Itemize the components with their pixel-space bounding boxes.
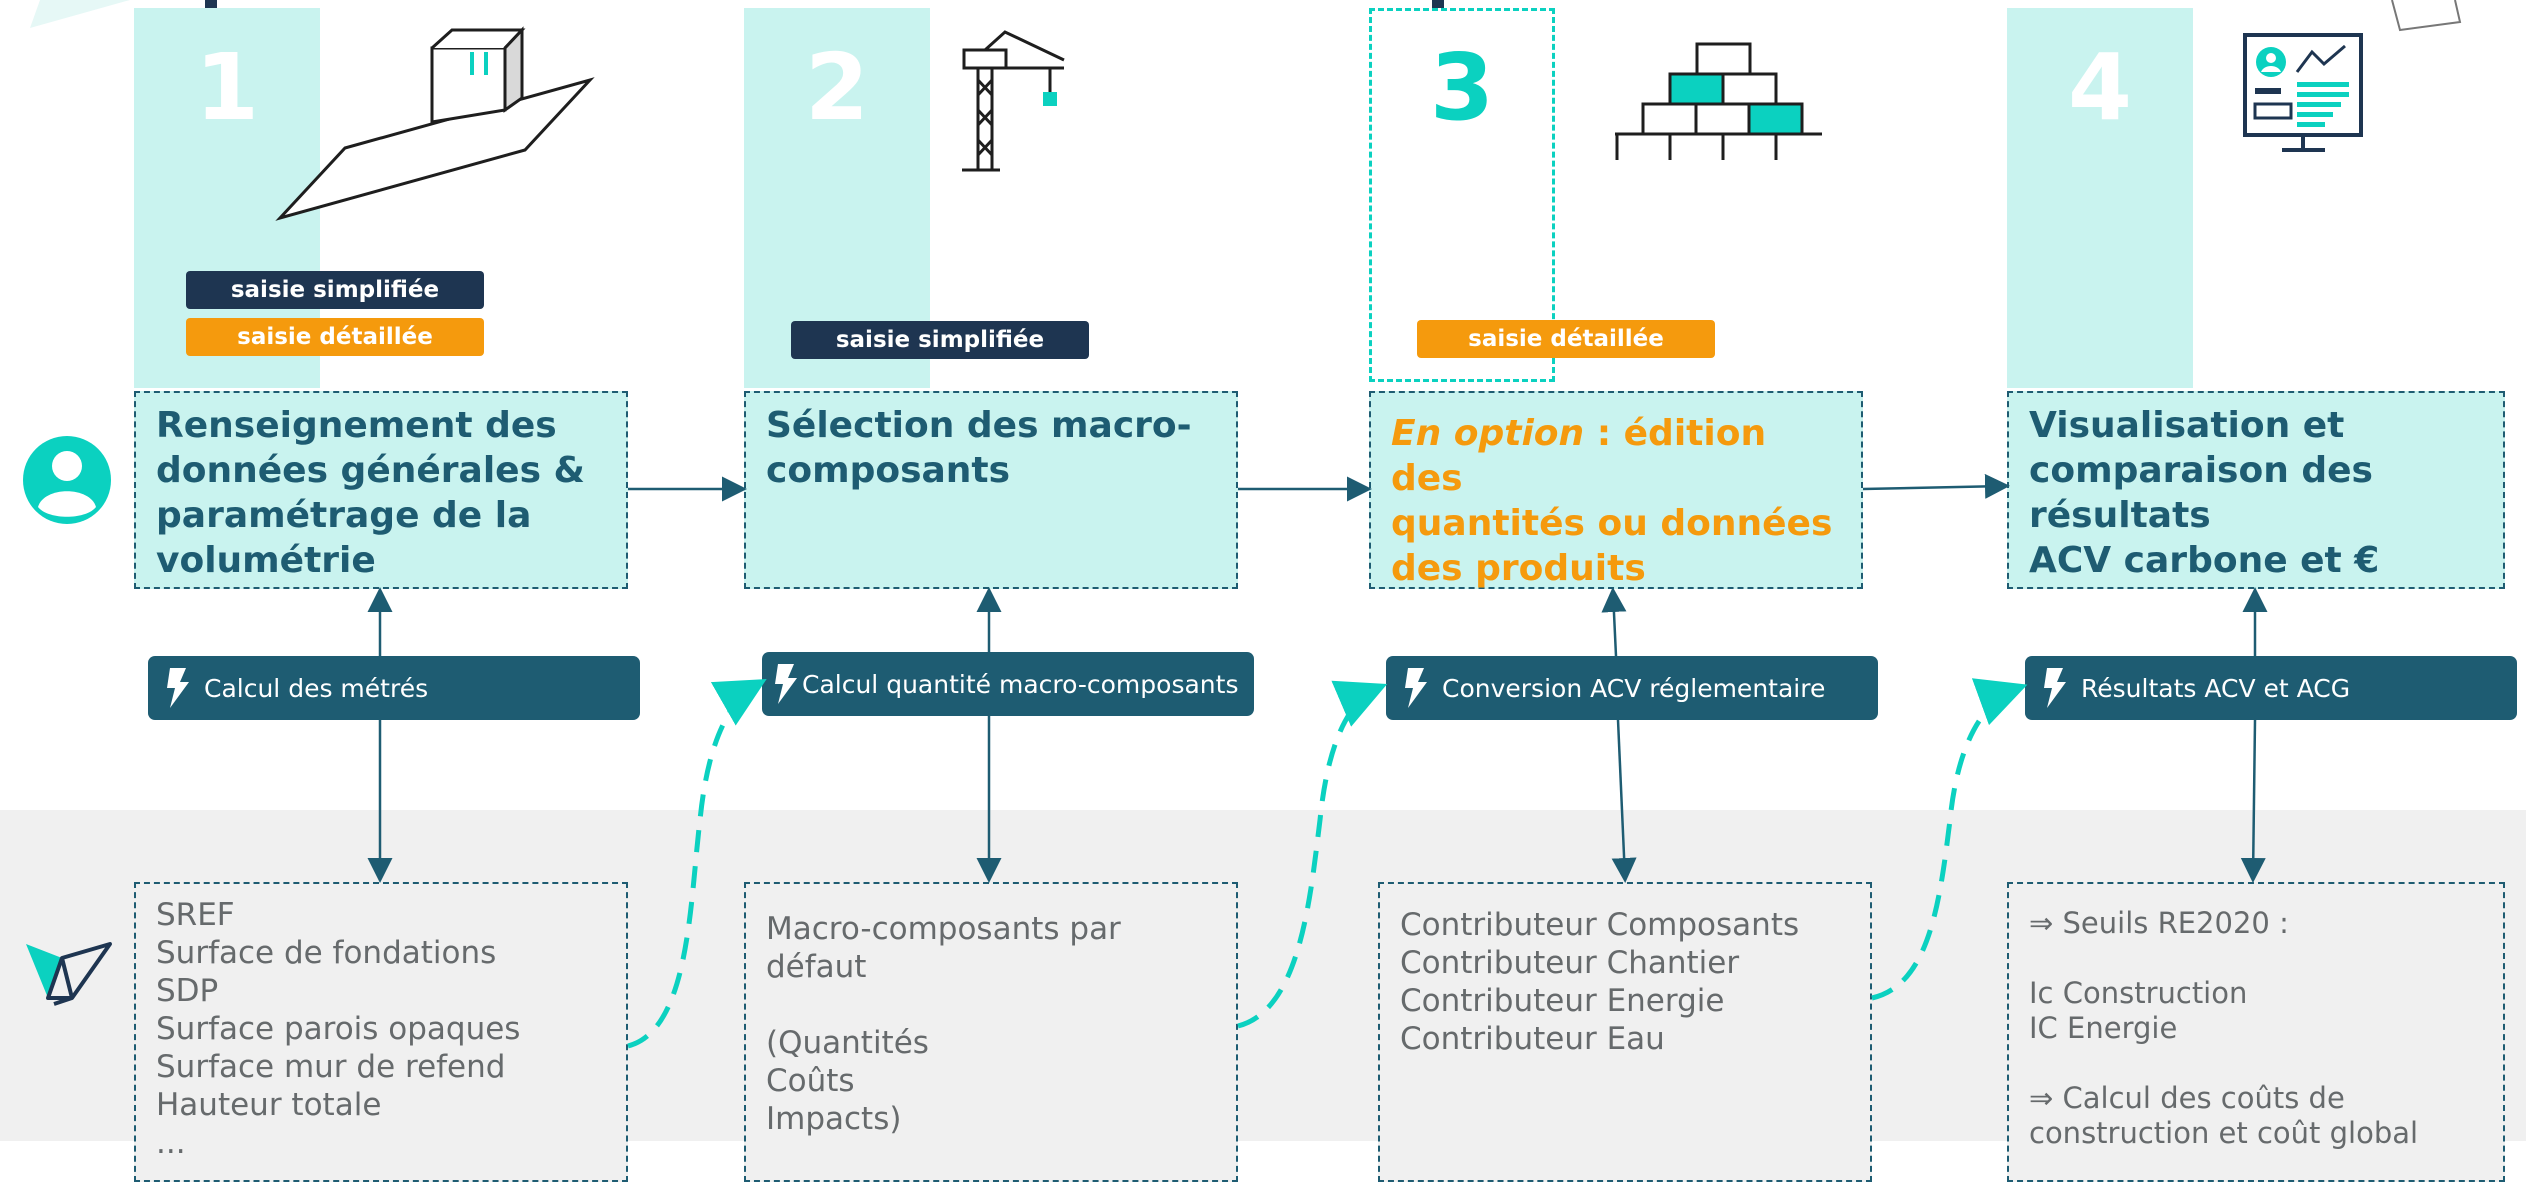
top-tab-mark xyxy=(205,0,217,8)
data-box-4: ⇒ Seuils RE2020 : Ic Construction IC Ene… xyxy=(2007,882,2505,1182)
step-1-box: Renseignement des données générales & pa… xyxy=(134,391,628,589)
step-2-box: Sélection des macro- composants xyxy=(744,391,1238,589)
corner-decoration xyxy=(30,0,130,28)
calc-bar-macro: Calcul quantité macro-composants xyxy=(762,652,1254,716)
data-text: Contributeur Composants Contributeur Cha… xyxy=(1400,907,1800,1057)
origami-bird-icon xyxy=(26,942,112,1006)
step-4-box: Visualisation et comparaison des résulta… xyxy=(2007,391,2505,589)
link-arrow xyxy=(1611,719,1637,883)
data-text: SREF Surface de fondations SDP Surface p… xyxy=(156,897,521,1161)
step-3-number: 3 xyxy=(1429,34,1494,141)
calc-label: Conversion ACV réglementaire xyxy=(1442,673,1826,703)
calc-label: Résultats ACV et ACG xyxy=(2081,673,2351,703)
calc-bar-results: Résultats ACV et ACG xyxy=(2025,656,2517,720)
calc-label: Calcul des métrés xyxy=(204,673,429,703)
dashed-curve-arrow xyxy=(627,679,767,1049)
crane-icon xyxy=(962,30,1065,172)
data-text: Macro-composants par défaut (Quantités C… xyxy=(766,911,1121,1137)
step-3-title: En option : édition des quantités ou don… xyxy=(1391,411,1841,591)
option-text: : édition des quantités ou données des p… xyxy=(1391,413,1833,589)
tag-saisie-simplifiee: saisie simplifiée xyxy=(186,271,484,309)
tag-saisie-detaillee: saisie détaillée xyxy=(1417,320,1715,358)
lightning-icon xyxy=(167,668,189,708)
lightning-icon xyxy=(775,664,797,704)
step-1-number: 1 xyxy=(194,34,259,141)
flow-arrow xyxy=(1862,473,2010,499)
corner-decoration xyxy=(2391,0,2462,32)
stacked-blocks-icon xyxy=(1615,42,1822,160)
tag-saisie-simplifiee: saisie simplifiée xyxy=(791,321,1089,359)
step-4-number: 4 xyxy=(2067,34,2132,141)
tag-saisie-detaillee: saisie détaillée xyxy=(186,318,484,356)
link-arrow xyxy=(1601,587,1627,657)
step-4-title: Visualisation et comparaison des résulta… xyxy=(2029,405,2380,581)
step-2-number: 2 xyxy=(804,34,869,141)
step-4-column xyxy=(2007,8,2193,388)
lightning-icon xyxy=(1405,668,1427,708)
data-box-3: Contributeur Composants Contributeur Cha… xyxy=(1378,882,1872,1182)
step-2-title: Sélection des macro- composants xyxy=(766,405,1192,491)
step-3-column xyxy=(1369,8,1555,382)
calc-label: Calcul quantité macro-composants xyxy=(802,669,1239,699)
calc-bar-metres: Calcul des métrés xyxy=(148,656,640,720)
data-box-1: SREF Surface de fondations SDP Surface p… xyxy=(134,882,628,1182)
user-avatar-icon xyxy=(23,436,111,524)
cube-on-plane-icon xyxy=(275,26,595,221)
step-1-title: Renseignement des données générales & pa… xyxy=(156,405,585,581)
calc-bar-conversion: Conversion ACV réglementaire xyxy=(1386,656,1878,720)
link-arrow xyxy=(2240,719,2266,883)
top-tab-mark xyxy=(1432,0,1444,8)
dashed-curve-arrow xyxy=(1237,680,1388,1029)
dashed-curve-arrow xyxy=(1871,678,2028,1001)
option-label: En option xyxy=(1391,413,1585,454)
step-3-box: En option : édition des quantités ou don… xyxy=(1369,391,1863,589)
data-text: ⇒ Seuils RE2020 : Ic Construction IC Ene… xyxy=(2029,906,2419,1150)
dashboard-monitor-icon xyxy=(2243,33,2363,152)
data-box-2: Macro-composants par défaut (Quantités C… xyxy=(744,882,1238,1182)
lightning-icon xyxy=(2044,668,2066,708)
